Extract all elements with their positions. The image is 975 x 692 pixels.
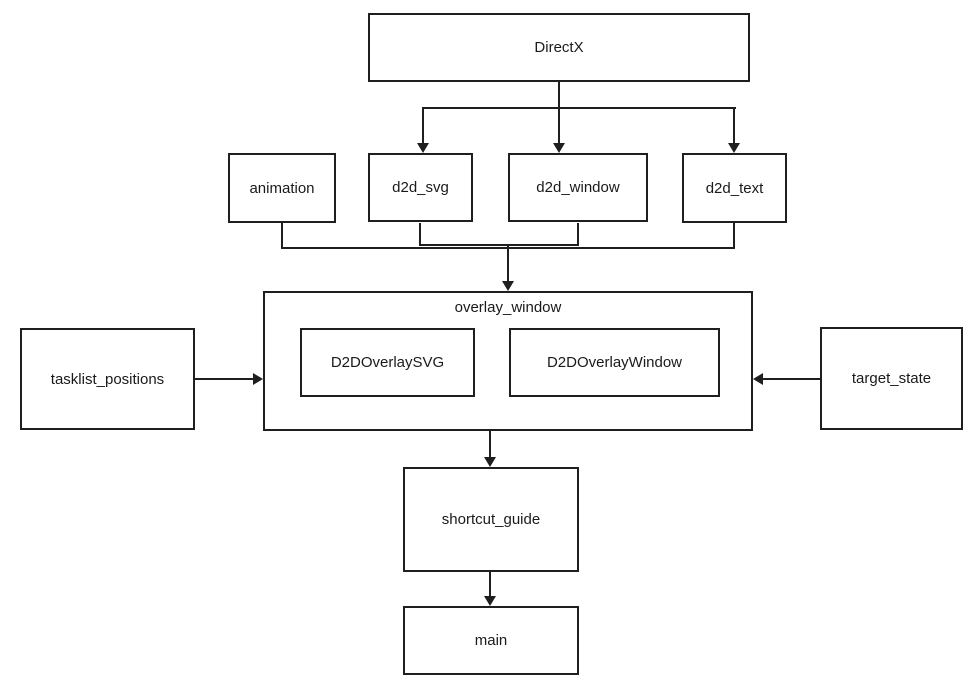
edge-directx-branch-line <box>422 107 736 109</box>
edge-d2d-svg-stub-line <box>419 223 421 246</box>
arrowhead-target-to-overlay <box>753 373 763 385</box>
node-d2d-text: d2d_text <box>682 153 787 223</box>
node-d2d-svg: d2d_svg <box>368 153 473 222</box>
node-d2d-overlay-svg-label: D2DOverlaySVG <box>330 354 445 371</box>
node-d2d-text-label: d2d_text <box>705 179 764 197</box>
node-d2d-overlay-window-label: D2DOverlayWindow <box>546 354 683 371</box>
node-directx-label: DirectX <box>534 39 584 56</box>
node-d2d-overlay-window: D2DOverlayWindow <box>509 328 720 397</box>
edge-tasklist-to-overlay-line <box>195 378 253 380</box>
group-overlay-window-label: overlay_window <box>454 299 562 316</box>
node-animation: animation <box>228 153 336 223</box>
edge-target-to-overlay-line <box>763 378 820 380</box>
edge-d2d-text-stub-line <box>733 223 735 249</box>
arrowhead-bus-to-overlay <box>502 281 514 291</box>
arrowhead-tasklist-to-overlay <box>253 373 263 385</box>
node-main: main <box>403 606 579 675</box>
arrowhead-directx-to-d2d-text <box>728 143 740 153</box>
node-tasklist-positions-label: tasklist_positions <box>50 370 165 388</box>
edge-overlay-to-shortcut-line <box>489 431 491 457</box>
node-shortcut-guide: shortcut_guide <box>403 467 579 572</box>
node-d2d-window-label: d2d_window <box>536 179 620 196</box>
edge-animation-stub-line <box>281 223 283 249</box>
node-target-state: target_state <box>820 327 963 430</box>
node-animation-label: animation <box>249 179 315 197</box>
node-d2d-window: d2d_window <box>508 153 648 222</box>
node-tasklist-positions: tasklist_positions <box>20 328 195 430</box>
arrowhead-shortcut-to-main <box>484 596 496 606</box>
node-d2d-svg-label: d2d_svg <box>392 179 449 196</box>
edge-d2d-window-stub-line <box>577 223 579 246</box>
arrowhead-directx-to-d2d-window <box>553 143 565 153</box>
node-directx: DirectX <box>368 13 750 82</box>
edge-directx-to-d2d-text-line <box>733 107 735 144</box>
arrowhead-directx-to-d2d-svg <box>417 143 429 153</box>
edge-shortcut-to-main-line <box>489 572 491 596</box>
node-shortcut-guide-label: shortcut_guide <box>441 511 541 528</box>
arrowhead-overlay-to-shortcut <box>484 457 496 467</box>
edge-bus-to-overlay-line <box>507 244 509 281</box>
node-d2d-overlay-svg: D2DOverlaySVG <box>300 328 475 397</box>
node-main-label: main <box>474 632 508 649</box>
edge-directx-stem-line <box>558 82 560 144</box>
edge-directx-to-d2d-svg-line <box>422 107 424 144</box>
node-target-state-label: target_state <box>851 370 932 387</box>
edge-bus-inner-line <box>419 244 579 246</box>
